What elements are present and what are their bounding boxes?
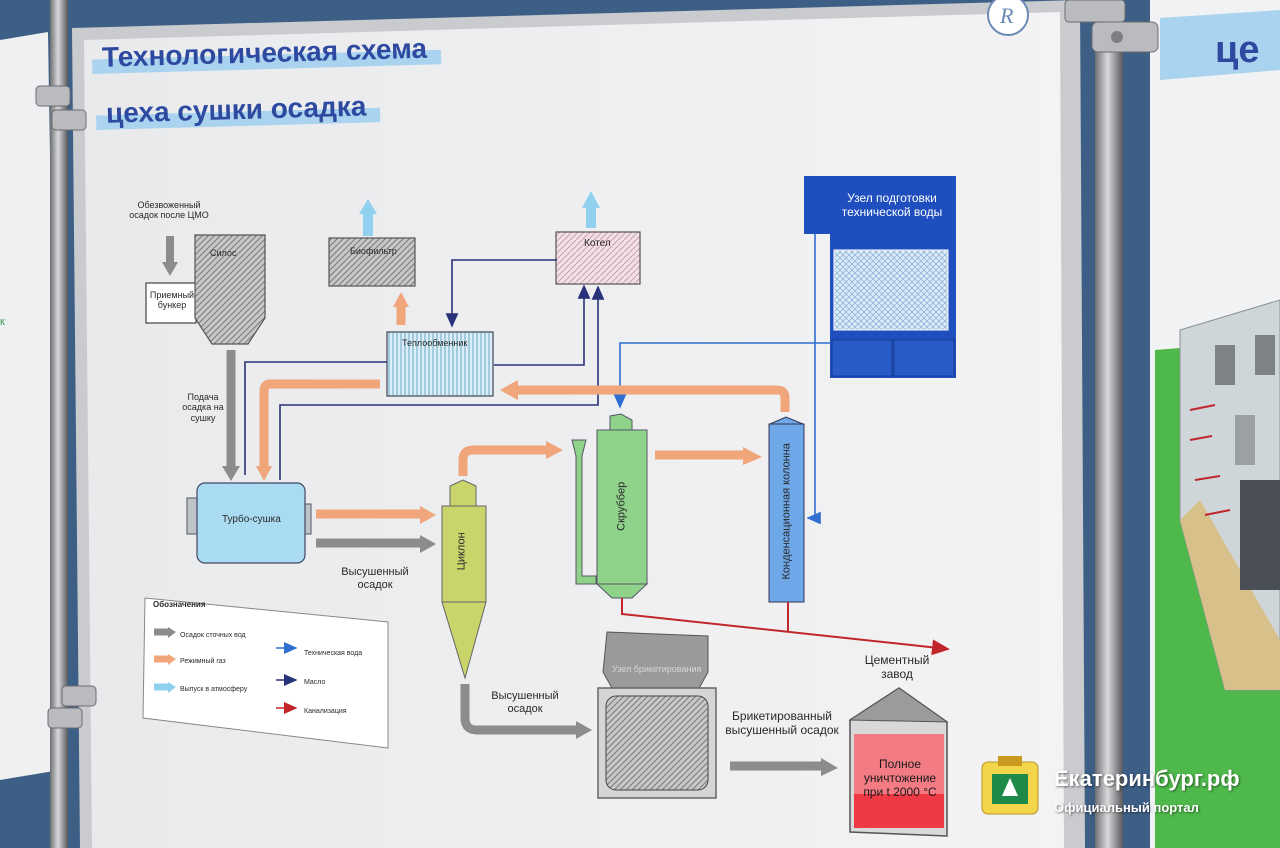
scrubber xyxy=(571,413,649,599)
legend-item-technical-water: Техническая вода xyxy=(304,650,363,657)
legend-item-process-gas: Режимный газ xyxy=(180,658,226,665)
destruction-label: Полное уничтожение при t 2000 °С xyxy=(863,757,937,799)
receiving-hopper-label: Приемный бункер xyxy=(149,290,195,311)
cement-plant-label: Цементный завод xyxy=(864,653,930,681)
silo-label: Силос xyxy=(210,248,237,258)
svg-text:Узел брикетирования: Узел брикетирования xyxy=(612,664,701,674)
condenser-label: Конденсационная колонна xyxy=(780,443,793,580)
watermark-site: Екатеринбург.рф xyxy=(1054,766,1240,791)
svg-text:це: це xyxy=(1215,29,1260,71)
heat-exchanger xyxy=(386,331,494,397)
right-pole xyxy=(1095,0,1123,848)
silo xyxy=(194,234,266,345)
svg-text:R: R xyxy=(999,3,1014,28)
water-preparation-unit xyxy=(804,176,956,378)
cyclone xyxy=(441,479,487,680)
turbo-dryer xyxy=(186,482,312,564)
oil-lines xyxy=(244,259,605,480)
svg-text:к: к xyxy=(0,316,5,328)
dried-sludge-label-2: Высушенный осадок xyxy=(491,690,559,715)
legend-item-sewer: Канализация xyxy=(304,708,347,715)
water-unit-label: Узел подготовки технической воды xyxy=(841,191,943,219)
biofilter xyxy=(328,237,416,287)
input-label: Обезвоженный осадок после ЦМО xyxy=(129,200,209,221)
boiler-label: Котел xyxy=(584,238,611,249)
condensation-column xyxy=(768,416,805,603)
left-pole xyxy=(50,0,68,848)
legend-item-oil: Масло xyxy=(304,679,326,686)
right-board-title-strip xyxy=(1160,10,1280,80)
dried-sludge-label-1: Высушенный осадок xyxy=(341,566,409,591)
legend-item-sewage-sludge: Осадок сточных вод xyxy=(180,632,246,639)
feed-label: Подача осадка на сушку xyxy=(182,392,224,423)
right-board-3d-model xyxy=(1179,299,1280,691)
legend-item-atmosphere: Выпуск в атмосферу xyxy=(180,686,248,693)
turbo-dryer-label: Турбо-сушка xyxy=(222,514,281,525)
watermark-subtitle: Официальный портал xyxy=(1054,800,1199,815)
briquetted-label: Брикетированный высушенный осадок xyxy=(725,709,839,737)
pole-clamps xyxy=(35,0,1159,729)
scrubber-label: Скруббер xyxy=(615,481,628,531)
coat-of-arms xyxy=(981,756,1039,815)
cyclone-label: Циклон xyxy=(455,532,468,571)
boiler xyxy=(555,231,641,285)
legend xyxy=(142,597,389,749)
organization-logo: R xyxy=(987,0,1029,36)
biofilter-label: Биофильтр xyxy=(350,246,397,256)
heat-exchanger-label: Теплообменник xyxy=(402,338,468,348)
sewer-line xyxy=(621,598,950,656)
legend-title: Обозначения xyxy=(153,600,206,609)
briquetting-press: Узел брикетирования xyxy=(597,631,717,799)
left-board xyxy=(0,32,60,780)
